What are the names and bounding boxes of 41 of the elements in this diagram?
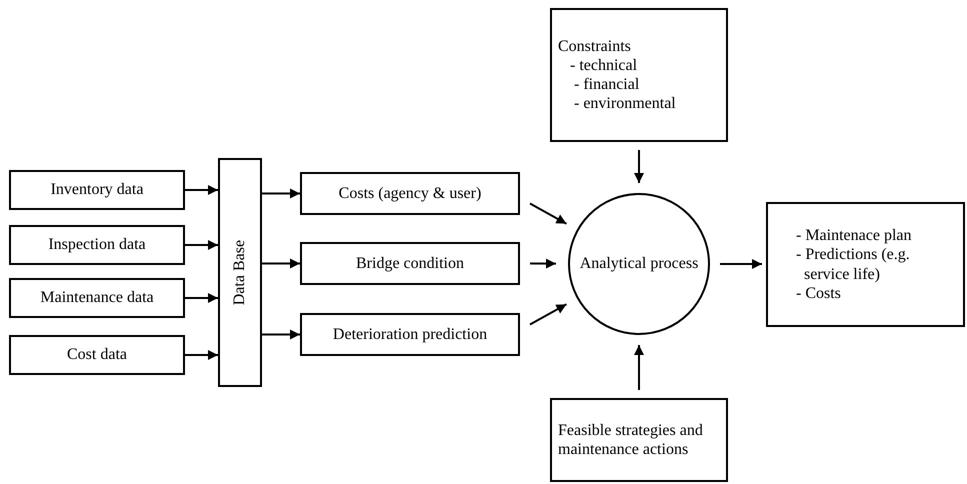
process-box <box>9 170 185 210</box>
process-box <box>300 313 520 356</box>
process-box <box>9 225 185 265</box>
process-box <box>9 278 185 318</box>
output-box <box>766 202 965 327</box>
list-item: - Costs <box>795 284 842 303</box>
arrow <box>634 345 644 390</box>
process-box <box>300 172 520 215</box>
node-label: Bridge condition <box>356 254 464 274</box>
arrow <box>185 350 218 360</box>
arrow <box>530 202 567 225</box>
arrow <box>720 259 762 269</box>
node-label: Deterioration prediction <box>332 324 488 344</box>
node-label: Data Base <box>230 240 250 306</box>
node-label: Analytical process <box>580 254 698 274</box>
list-item: - technical <box>569 56 638 75</box>
list-item: - Predictions (e.g. service life) <box>795 245 911 284</box>
arrow <box>530 258 556 269</box>
database-box <box>218 158 262 387</box>
process-box <box>300 242 520 285</box>
node-label: Costs (agency & user) <box>338 184 482 204</box>
arrow <box>262 258 300 268</box>
arrow <box>185 240 218 250</box>
process-box <box>9 335 185 375</box>
node-label: Inventory data <box>50 180 144 200</box>
list-item: - financial <box>573 75 640 94</box>
node-label: Feasible strategies and maintenance actions <box>558 420 704 460</box>
constraints-box <box>550 8 728 142</box>
arrow <box>262 330 300 340</box>
node-label: Cost data <box>67 345 127 365</box>
node-label: Maintenance data <box>40 288 154 308</box>
arrow <box>530 303 567 326</box>
node-label: - Maintenace plan <box>795 226 912 246</box>
node-label: Inspection data <box>48 235 146 255</box>
arrow <box>634 150 644 183</box>
arrow <box>262 188 300 198</box>
node-label: Constraints <box>558 36 632 56</box>
arrow <box>185 293 218 303</box>
strategies-box <box>550 398 728 482</box>
list-item: - environmental <box>573 94 677 114</box>
arrow <box>185 185 218 195</box>
